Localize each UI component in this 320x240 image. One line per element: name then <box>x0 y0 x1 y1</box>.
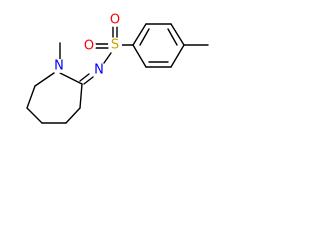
bond-ring-inner-2 <box>167 28 178 46</box>
atom-labels: S O O N N <box>52 13 122 78</box>
bond-ring-a1-a2 <box>132 23 147 46</box>
bond-c2-c3 <box>79 83 83 109</box>
sulfur-atom: S <box>108 38 122 53</box>
bond-c6-c7 <box>26 85 36 109</box>
bond-n-s <box>103 52 112 64</box>
nitrogen-imine-atom: N <box>92 63 106 78</box>
bond-ring-a4-a5 <box>170 44 185 68</box>
bond-c3-c4 <box>65 107 81 124</box>
bond-imine-double-2 <box>79 73 90 82</box>
bonds <box>26 23 209 124</box>
oxygen-bottom-label: O <box>84 39 94 54</box>
bond-c5-c6 <box>26 107 43 124</box>
oxygen-top-atom: O <box>108 13 122 28</box>
nitrogen-ring-atom: N <box>52 59 66 74</box>
bond-ring-inner-1 <box>139 28 150 46</box>
bond-imine-double-1 <box>83 76 94 85</box>
bond-ring-n-c2 <box>59 72 83 85</box>
bond-c7-ring-n <box>34 72 55 87</box>
nitrogen-imine-label: N <box>94 63 104 78</box>
bond-ring-a3-a4 <box>170 23 185 46</box>
skeletal-structure-diagram: S O O N N <box>26 13 209 124</box>
nitrogen-ring-label: N <box>54 59 64 74</box>
oxygen-top-label: O <box>110 13 120 28</box>
sulfur-label: S <box>111 38 119 53</box>
bond-ring-a6-a1 <box>132 44 147 68</box>
oxygen-bottom-atom: O <box>82 39 96 54</box>
